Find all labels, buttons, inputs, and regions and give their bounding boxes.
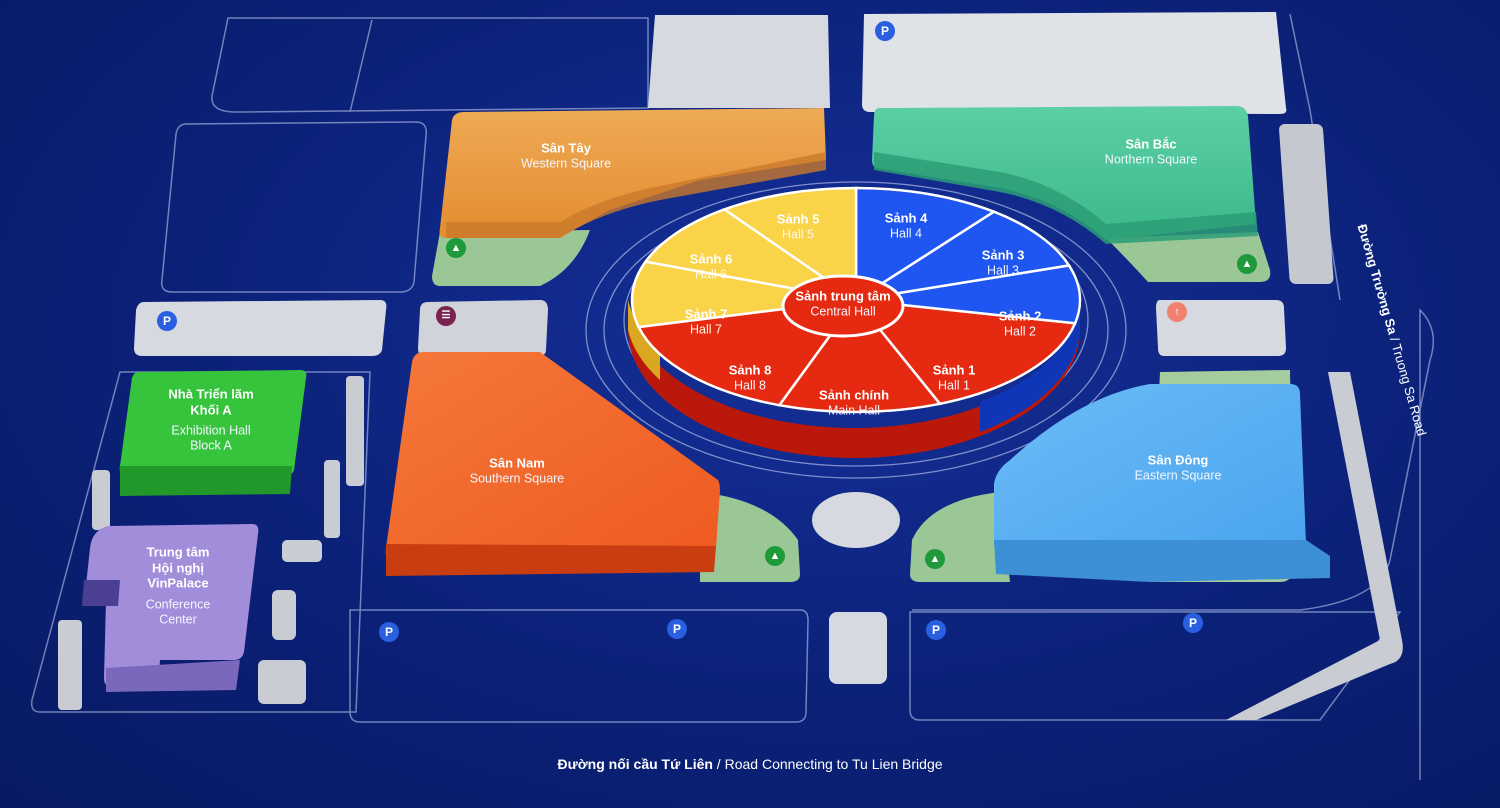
northern-square-name-vi: Sân Bắc xyxy=(1125,136,1177,152)
central-hall-name-vi: Sảnh trung tâm xyxy=(795,288,891,304)
hall-2-wedge[interactable] xyxy=(855,264,1082,325)
eastern-square-name-vi: Sân Đông xyxy=(1147,452,1209,468)
hall-7-wedge[interactable] xyxy=(630,260,857,329)
main-hall-name-vi: Sảnh chính xyxy=(818,387,890,403)
conference-center-name-vi-2: Hội nghị xyxy=(152,560,204,576)
label-exhibition-hall-a: Nhà Triển lãm Khối A Exhibition Hall Blo… xyxy=(168,386,253,453)
hall-6-name-vi: Sảnh 6 xyxy=(689,251,733,267)
parking-icon[interactable]: P xyxy=(875,21,895,41)
label-hall-6: Sảnh 6 Hall 6 xyxy=(690,252,733,283)
parking-icon[interactable]: P xyxy=(379,622,399,642)
label-hall-1: Sảnh 1 Hall 1 xyxy=(933,363,976,394)
hall-8-name-en: Hall 8 xyxy=(734,378,766,393)
parking-icon[interactable]: P xyxy=(1183,613,1203,633)
hall-5-wedge[interactable] xyxy=(721,186,858,303)
parking-icon[interactable]: P xyxy=(667,619,687,639)
hall-5-name-vi: Sảnh 5 xyxy=(776,211,820,227)
label-hall-8: Sảnh 8 Hall 8 xyxy=(729,363,772,394)
hall-5-name-en: Hall 5 xyxy=(782,227,814,242)
hall-1-name-vi: Sảnh 1 xyxy=(932,362,976,378)
road-bottom-name-en: Road Connecting to Tu Lien Bridge xyxy=(724,756,943,772)
conference-center-name-vi-3: VinPalace xyxy=(147,575,209,591)
parking-icon[interactable]: P xyxy=(926,620,946,640)
label-hall-4: Sảnh 4 Hall 4 xyxy=(885,211,928,242)
conference-center-name-en-2: Center xyxy=(159,612,197,627)
label-eastern-square: Sân Đông Eastern Square xyxy=(1135,453,1222,484)
hall-6-wedge[interactable] xyxy=(643,208,857,302)
southern-square-name-vi: Sân Nam xyxy=(489,455,545,471)
service-icon[interactable]: ☰ xyxy=(436,306,456,326)
hall-2-name-en: Hall 2 xyxy=(1004,324,1036,339)
main-hall-wedge[interactable] xyxy=(777,297,943,414)
hall-7-name-en: Hall 7 xyxy=(690,322,722,337)
label-hall-2: Sảnh 2 Hall 2 xyxy=(999,309,1042,340)
info-icon[interactable]: ↑ xyxy=(1167,302,1187,322)
zone-western-square[interactable] xyxy=(439,108,826,238)
hall-7-name-vi: Sảnh 7 xyxy=(684,306,728,322)
label-southern-square: Sân Nam Southern Square xyxy=(470,456,565,487)
road-strip-east xyxy=(1279,124,1334,284)
hall-1-name-en: Hall 1 xyxy=(938,378,970,393)
zone-eastern-square[interactable] xyxy=(994,384,1306,552)
hall-6-name-en: Hall 6 xyxy=(695,267,727,282)
central-hall-disc[interactable] xyxy=(781,274,905,338)
label-hall-3: Sảnh 3 Hall 3 xyxy=(982,248,1025,279)
hall-4-name-en: Hall 4 xyxy=(890,226,922,241)
tree-icon: ▲ xyxy=(1237,254,1257,274)
main-hall-name-en: Main Hall xyxy=(827,403,881,418)
hall-3-name-en: Hall 3 xyxy=(987,263,1019,278)
zone-conference-center[interactable] xyxy=(84,524,259,686)
tree-icon: ▲ xyxy=(925,549,945,569)
central-hall-name-en: Central Hall xyxy=(810,304,876,319)
zone-northern-square[interactable] xyxy=(872,106,1256,240)
hall-8-name-vi: Sảnh 8 xyxy=(728,362,772,378)
tree-icon: ▲ xyxy=(446,238,466,258)
label-hall-5: Sảnh 5 Hall 5 xyxy=(777,212,820,243)
exhibition-hall-name-vi-1: Nhà Triển lãm xyxy=(168,386,254,402)
tree-icon: ▲ xyxy=(765,546,785,566)
roundabout xyxy=(812,492,900,548)
conference-center-name-vi-1: Trung tâm xyxy=(146,544,210,560)
hall-4-name-vi: Sảnh 4 xyxy=(884,210,928,226)
parking-lot-west xyxy=(134,300,387,356)
hall-4-wedge[interactable] xyxy=(854,186,997,303)
drop-off-island xyxy=(829,612,887,684)
label-central-hall: Sảnh trung tâm Central Hall xyxy=(795,289,890,320)
label-northern-square: Sân Bắc Northern Square xyxy=(1105,137,1197,168)
zone-exhibition-hall-a[interactable] xyxy=(119,370,307,476)
exhibition-hall-name-en-2: Block A xyxy=(190,438,232,453)
western-square-name-vi: Sân Tây xyxy=(541,140,591,156)
road-bottom-separator: / xyxy=(712,756,725,772)
hall-3-name-vi: Sảnh 3 xyxy=(981,247,1025,263)
hall-3-wedge[interactable] xyxy=(855,210,1072,302)
eastern-square-name-en: Eastern Square xyxy=(1134,468,1222,483)
hall-2-name-vi: Sảnh 2 xyxy=(998,308,1042,324)
parking-icon[interactable]: P xyxy=(157,311,177,331)
hall-1-wedge[interactable] xyxy=(853,298,1077,406)
label-conference-center: Trung tâm Hội nghị VinPalace Conference … xyxy=(146,545,211,628)
parking-lot-north-east xyxy=(862,12,1287,114)
southern-square-name-en: Southern Square xyxy=(469,471,565,486)
label-main-hall: Sảnh chính Main Hall xyxy=(819,388,889,419)
site-outlines xyxy=(30,13,1435,780)
park-north xyxy=(1106,232,1271,282)
label-hall-7: Sảnh 7 Hall 7 xyxy=(685,307,728,338)
park-west xyxy=(432,230,590,286)
label-western-square: Sân Tây Western Square xyxy=(521,141,611,172)
parking-lot-north-west xyxy=(648,15,830,108)
conference-center-name-en-1: Conference xyxy=(145,597,211,612)
northern-square-name-en: Northern Square xyxy=(1104,152,1198,167)
exhibition-hall-name-en-1: Exhibition Hall xyxy=(171,423,251,438)
parking-lot-east xyxy=(1156,300,1286,356)
road-label-bottom: Đường nối cầu Tứ Liên / Road Connecting … xyxy=(557,756,942,772)
exhibition-hall-name-vi-2: Khối A xyxy=(190,402,232,417)
zone-southern-square[interactable] xyxy=(385,352,720,560)
road-strip-south-east xyxy=(1226,372,1403,720)
western-square-name-en: Western Square xyxy=(520,156,612,171)
road-bottom-name-vi: Đường nối cầu Tứ Liên xyxy=(557,756,713,772)
